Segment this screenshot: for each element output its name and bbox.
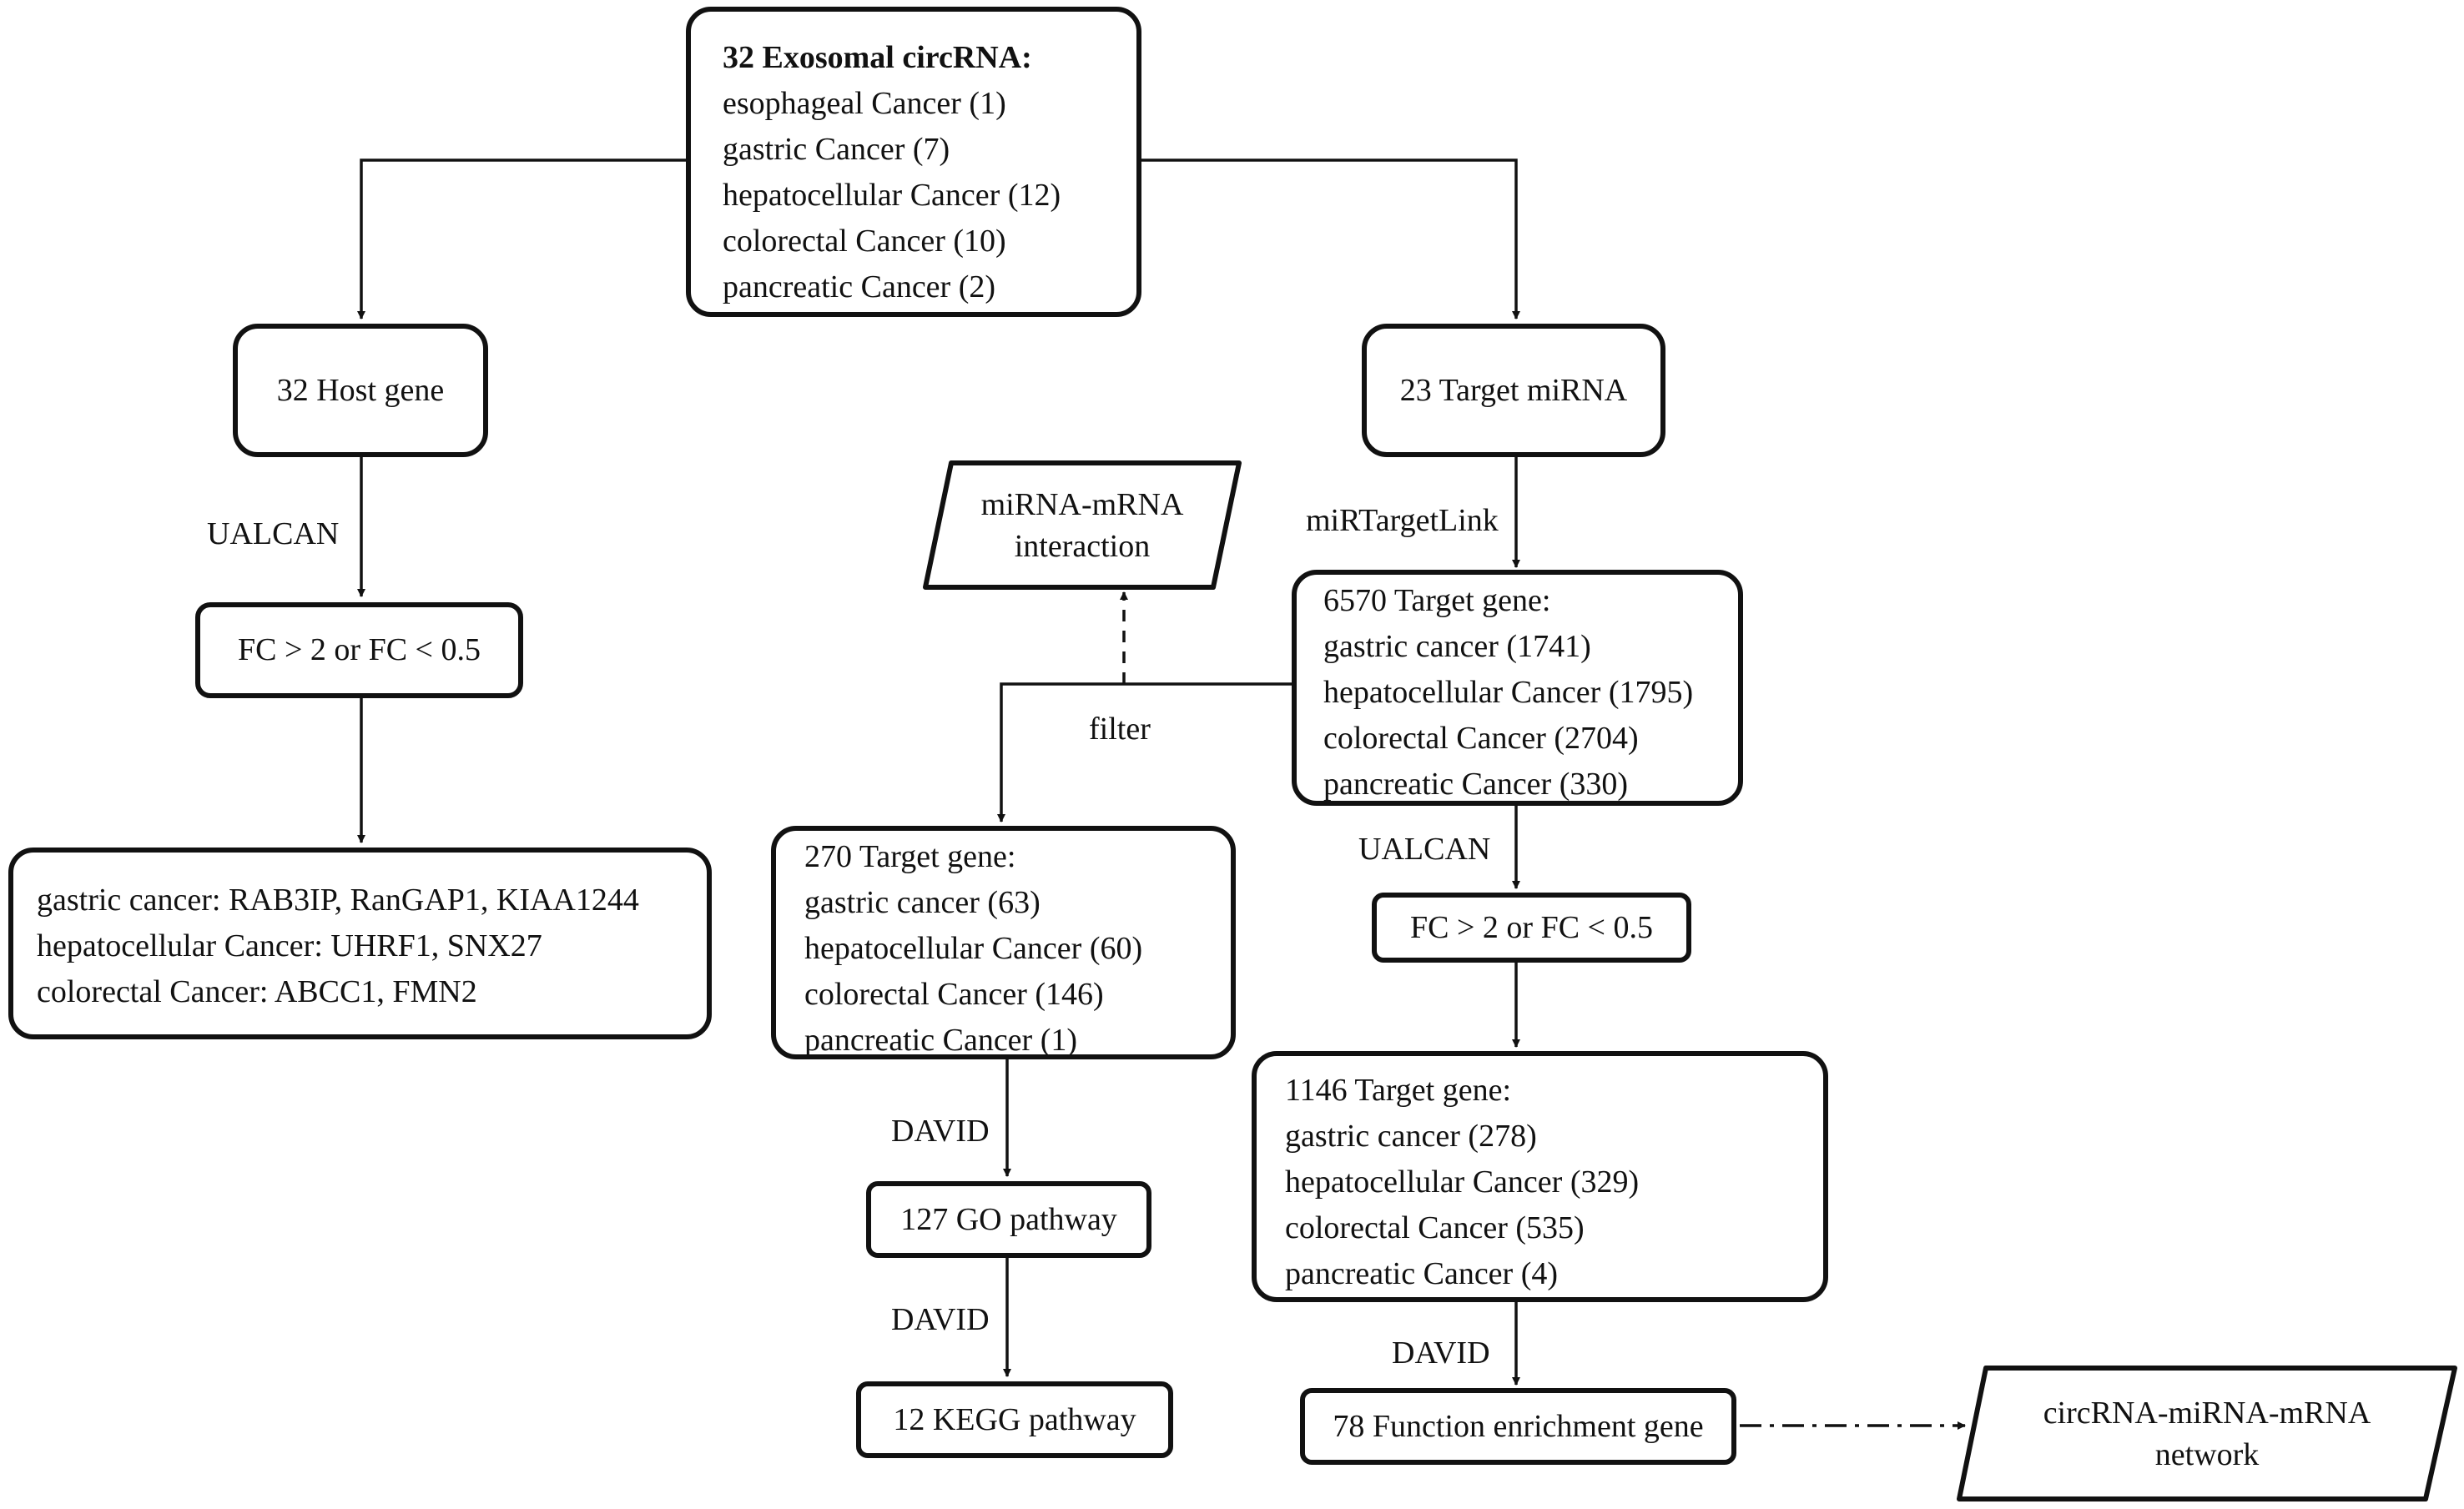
exosomal-circrna-box: 32 Exosomal circRNA: esophageal Cancer (… — [686, 7, 1141, 317]
target-1146-line: hepatocellular Cancer (329) — [1285, 1164, 1640, 1200]
target-1146-line: pancreatic Cancer (4) — [1285, 1256, 1559, 1291]
target-270-line: hepatocellular Cancer (60) — [804, 931, 1143, 966]
edge-source-to-target-mirna — [1141, 158, 1520, 319]
target-270-line: gastric cancer (63) — [804, 885, 1041, 920]
source-line: gastric Cancer (7) — [723, 132, 950, 167]
circrna-mirna-mrna-network-node: circRNA-miRNA-mRNA network — [1959, 1368, 2455, 1499]
exosomal-circrna-title: 32 Exosomal circRNA: — [723, 40, 1032, 75]
mirna-mrna-interaction-node: miRNA-mRNA interaction — [925, 463, 1239, 587]
host-result-line: gastric cancer: RAB3IP, RanGAP1, KIAA124… — [37, 883, 639, 918]
host-result-line: hepatocellular Cancer: UHRF1, SNX27 — [37, 928, 542, 963]
target-6570-line: colorectal Cancer (2704) — [1323, 721, 1639, 756]
mirna-mrna-line: miRNA-mRNA — [980, 486, 1184, 522]
host-gene-label: 32 Host gene — [276, 372, 445, 408]
source-line: hepatocellular Cancer (12) — [723, 178, 1061, 213]
fc-filter-right-label: FC > 2 or FC < 0.5 — [1410, 909, 1653, 945]
host-gene-box: 32 Host gene — [233, 324, 488, 457]
fc-filter-left-box: FC > 2 or FC < 0.5 — [195, 602, 523, 698]
fc-filter-right-box: FC > 2 or FC < 0.5 — [1372, 893, 1691, 963]
target-6570-line: 6570 Target gene: — [1323, 583, 1551, 618]
target-1146-line: colorectal Cancer (535) — [1285, 1210, 1585, 1245]
edge-label-ualcan-right: UALCAN — [1358, 832, 1491, 867]
function-enrichment-label: 78 Function enrichment gene — [1333, 1408, 1704, 1444]
target-gene-1146-box: 1146 Target gene: gastric cancer (278) h… — [1252, 1051, 1828, 1302]
kegg-pathway-label: 12 KEGG pathway — [893, 1401, 1136, 1437]
mirna-mrna-line: interaction — [1014, 528, 1151, 564]
source-line: esophageal Cancer (1) — [723, 86, 1006, 121]
host-gene-result-box: gastric cancer: RAB3IP, RanGAP1, KIAA124… — [8, 848, 712, 1039]
edge-label-david-go: DAVID — [891, 1114, 990, 1149]
target-6570-line: pancreatic Cancer (330) — [1323, 767, 1629, 802]
edge-label-filter: filter — [1089, 712, 1151, 747]
fc-filter-left-label: FC > 2 or FC < 0.5 — [238, 632, 481, 667]
target-270-line: pancreatic Cancer (1) — [804, 1023, 1078, 1058]
go-pathway-label: 127 GO pathway — [900, 1201, 1117, 1237]
host-result-line: colorectal Cancer: ABCC1, FMN2 — [37, 974, 477, 1009]
target-270-line: 270 Target gene: — [804, 839, 1016, 874]
edge-label-david-right: DAVID — [1392, 1335, 1490, 1371]
target-6570-line: hepatocellular Cancer (1795) — [1323, 675, 1694, 710]
target-mirna-label: 23 Target miRNA — [1399, 372, 1628, 408]
source-line: colorectal Cancer (10) — [723, 224, 1006, 259]
source-line: pancreatic Cancer (2) — [723, 269, 996, 304]
network-shape — [1957, 1366, 2457, 1501]
edge-label-ualcan-left: UALCAN — [207, 516, 340, 551]
target-270-line: colorectal Cancer (146) — [804, 977, 1104, 1012]
edge-6570-to-270 — [997, 682, 1295, 822]
target-6570-line: gastric cancer (1741) — [1323, 629, 1591, 664]
go-pathway-box: 127 GO pathway — [866, 1181, 1151, 1258]
target-1146-line: gastric cancer (278) — [1285, 1119, 1537, 1154]
edge-label-mirtargetlink: miRTargetLink — [1306, 503, 1499, 538]
target-gene-270-box: 270 Target gene: gastric cancer (63) hep… — [771, 826, 1236, 1059]
function-enrichment-box: 78 Function enrichment gene — [1300, 1388, 1736, 1465]
edge-source-to-host-gene — [357, 158, 686, 319]
edge-label-david-kegg: DAVID — [891, 1302, 990, 1337]
network-line: circRNA-miRNA-mRNA — [2043, 1395, 2371, 1431]
target-gene-6570-box: 6570 Target gene: gastric cancer (1741) … — [1292, 570, 1743, 806]
target-1146-line: 1146 Target gene: — [1285, 1073, 1512, 1108]
kegg-pathway-box: 12 KEGG pathway — [856, 1381, 1173, 1458]
mirna-mrna-shape — [923, 460, 1242, 590]
network-line: network — [2154, 1436, 2260, 1472]
target-mirna-box: 23 Target miRNA — [1362, 324, 1665, 457]
